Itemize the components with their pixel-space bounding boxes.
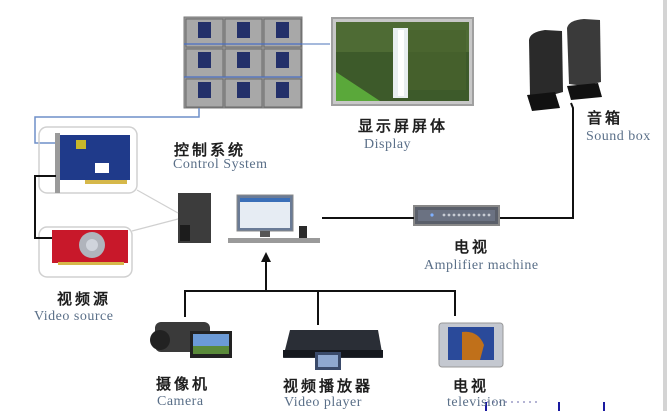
receiving-card-icon bbox=[276, 22, 289, 38]
amplifier-knob bbox=[467, 213, 471, 217]
television-label-zh: 电视 bbox=[453, 377, 490, 395]
receiving-card-icon bbox=[237, 22, 250, 38]
computer-illustration bbox=[178, 193, 320, 243]
sound-box-label-zh: 音箱 bbox=[587, 109, 624, 127]
amplifier-knob bbox=[452, 213, 456, 217]
receiving-card-icon bbox=[198, 22, 211, 38]
video-player-label-en: Video player bbox=[284, 395, 362, 410]
receiving-card-icon bbox=[198, 52, 211, 68]
amplifier-knob bbox=[482, 213, 486, 217]
display-label-en: Display bbox=[364, 137, 412, 152]
decorative-blue-mark bbox=[558, 402, 560, 411]
page-edge-border bbox=[663, 0, 667, 411]
television-label-en: television bbox=[447, 395, 507, 410]
decorative-blue-mark bbox=[603, 402, 605, 411]
amplifier-knob bbox=[487, 213, 491, 217]
amplifier-knob bbox=[462, 213, 466, 217]
camera-label-en: Camera bbox=[157, 394, 204, 409]
video-card-illustration bbox=[52, 230, 128, 265]
amplifier-knob bbox=[457, 213, 461, 217]
video-player-label-zh: 视频播放器 bbox=[283, 377, 374, 395]
display-label-zh: 显示屏屏体 bbox=[358, 117, 449, 135]
camera-illustration bbox=[150, 322, 232, 358]
video-player-illustration bbox=[283, 330, 383, 370]
card-callout-frames bbox=[38, 126, 179, 278]
video-source-label-zh: 视频源 bbox=[57, 290, 112, 308]
receiving-card-icon bbox=[237, 52, 250, 68]
wire-amplifier-to-speaker bbox=[499, 102, 574, 219]
control-system-label-en: Control System bbox=[173, 157, 268, 172]
wire-card-to-videocard bbox=[34, 175, 56, 239]
amplifier-illustration bbox=[413, 205, 500, 226]
receiving-card-icon bbox=[276, 82, 289, 98]
television-illustration bbox=[438, 322, 504, 368]
amplifier-knob bbox=[477, 213, 481, 217]
display-screen-illustration bbox=[331, 17, 474, 106]
sound-box-label-en: Sound box bbox=[586, 129, 651, 144]
control-system-label-zh: 控制系统 bbox=[174, 141, 247, 159]
receiving-card-icon bbox=[276, 52, 289, 68]
receiving-card-icon bbox=[237, 82, 250, 98]
amplifier-knob bbox=[447, 213, 451, 217]
amplifier-knob bbox=[442, 213, 446, 217]
camera-label-zh: 摄像机 bbox=[156, 375, 211, 393]
wire-led-to-card bbox=[34, 108, 200, 144]
input-bus-wires bbox=[184, 252, 456, 325]
control-card-illustration bbox=[55, 133, 130, 193]
speakers-illustration bbox=[527, 19, 602, 111]
amplifier-label-zh: 电视 bbox=[454, 238, 491, 256]
amplifier-label-en: Amplifier machine bbox=[424, 258, 539, 273]
receiving-card-icon bbox=[198, 82, 211, 98]
video-source-label-en: Video source bbox=[34, 309, 114, 324]
decorative-blue-mark bbox=[485, 402, 487, 411]
amplifier-knob bbox=[472, 213, 476, 217]
led-wall-cabinet-grid bbox=[183, 16, 330, 109]
